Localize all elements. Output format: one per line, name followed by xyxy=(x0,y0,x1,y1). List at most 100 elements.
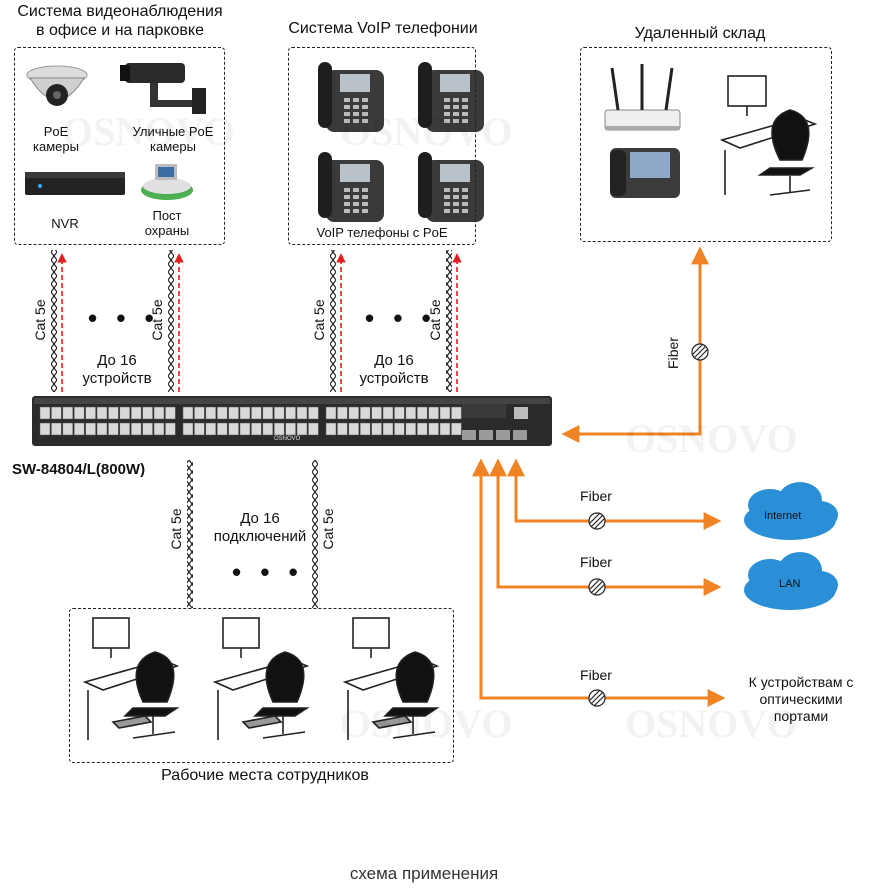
count-devices-voip-line1: До 16 xyxy=(374,352,414,369)
rj45-port xyxy=(394,406,405,420)
rj45-port xyxy=(239,406,251,420)
workstation-icon xyxy=(342,617,440,740)
rj45-port xyxy=(273,406,285,420)
rj45-port xyxy=(205,422,217,436)
cable-voip-left xyxy=(330,250,346,392)
workstation-icon xyxy=(212,617,310,740)
rj45-port xyxy=(216,422,228,436)
workplaces-group-title: Рабочие места сотрудников xyxy=(161,767,369,784)
switch-device xyxy=(32,396,552,446)
rj45-port xyxy=(130,406,142,420)
rj45-port xyxy=(51,406,62,420)
rj45-port xyxy=(348,406,360,420)
rj45-port xyxy=(428,422,439,436)
cable-label-video-left: Cat 5e xyxy=(32,299,48,341)
ip-phone-icon xyxy=(610,148,680,198)
fiber-lan xyxy=(489,458,722,596)
rj45-port xyxy=(119,422,131,436)
watermark-2: OSNOVO xyxy=(340,109,513,154)
rj45-port xyxy=(73,422,85,436)
workplaces-group-box xyxy=(69,608,454,763)
watermark-3: OSNOVO xyxy=(625,416,798,461)
rj45-port xyxy=(405,406,417,420)
rj45-port xyxy=(194,406,205,420)
rj45-port xyxy=(382,422,394,436)
rj45-port xyxy=(273,422,285,436)
cable-voip-right xyxy=(446,250,462,392)
lan-cloud-icon xyxy=(744,552,838,610)
guard-post-label: Пост охраны xyxy=(144,208,190,238)
watermark-1: OSNOVO xyxy=(62,109,235,154)
cable-video-left xyxy=(51,250,67,392)
rj45-port xyxy=(142,422,153,436)
rj45-port xyxy=(85,422,96,436)
rj45-port xyxy=(153,422,165,436)
voip-phones-caption: VoIP телефоны с PoE xyxy=(316,225,448,240)
cable-video-right xyxy=(168,250,184,392)
internet-label: Internet xyxy=(764,510,802,522)
count-devices-video-line2: устройств xyxy=(82,370,152,387)
cable-work-right xyxy=(312,460,318,608)
rj45-port xyxy=(439,406,451,420)
warehouse-group-title: Удаленный склад xyxy=(634,25,766,42)
rj45-port xyxy=(285,422,296,436)
dots-workplaces: • • • xyxy=(232,557,304,587)
voip-phone-icon xyxy=(318,62,384,132)
rj45-port xyxy=(337,422,348,436)
video-title-line2: в офисе и на парковке xyxy=(36,22,204,39)
workstation-icon xyxy=(82,617,180,740)
rj45-port xyxy=(251,406,262,420)
rj45-port xyxy=(85,406,96,420)
internet-cloud-icon xyxy=(744,482,838,540)
rj45-port xyxy=(371,422,382,436)
cable-label-work-right: Cat 5e xyxy=(320,508,336,550)
rj45-port xyxy=(382,406,394,420)
rj45-port xyxy=(325,422,337,436)
video-group-title: Система видеонаблюдения в офисе и на пар… xyxy=(0,2,240,40)
rj45-port xyxy=(228,406,239,420)
watermark-5: OSNOVO xyxy=(625,701,798,746)
rj45-port xyxy=(73,406,85,420)
rj45-port xyxy=(51,422,62,436)
rj45-port xyxy=(205,406,217,420)
count-devices-video: До 16 устройств xyxy=(62,352,172,388)
optical-line3: портами xyxy=(773,708,829,724)
rj45-port xyxy=(165,406,176,420)
rj45-port xyxy=(96,406,108,420)
fiber-label-warehouse: Fiber xyxy=(665,337,681,369)
count-connections-line1: До 16 xyxy=(240,510,280,527)
rj45-port xyxy=(451,422,462,436)
rj45-port xyxy=(119,406,131,420)
nvr-label: NVR xyxy=(51,216,79,231)
rj45-port xyxy=(359,406,371,420)
rj45-port xyxy=(308,406,319,420)
warehouse-group-box xyxy=(580,47,832,242)
diagram-caption: схема применения xyxy=(349,864,499,883)
lan-label: LAN xyxy=(779,578,801,590)
count-devices-voip-line2: устройств xyxy=(359,370,429,387)
guard-post-icon xyxy=(141,164,193,200)
voip-phone-icon xyxy=(418,152,484,222)
cable-label-work-left: Cat 5e xyxy=(168,508,184,550)
count-connections-workplaces: До 16 подключений xyxy=(200,510,320,546)
rj45-port xyxy=(108,422,119,436)
rj45-port xyxy=(62,422,74,436)
rj45-port xyxy=(96,422,108,436)
rj45-port xyxy=(308,422,319,436)
street-cameras-label: Уличные PoE камеры xyxy=(132,124,214,154)
voip-group-box xyxy=(288,47,476,245)
rj45-port xyxy=(296,406,308,420)
fiber-optical xyxy=(472,458,726,707)
rj45-port xyxy=(216,406,228,420)
rj45-port xyxy=(39,406,51,420)
optical-devices-label: К устройствам с оптическими портами xyxy=(728,674,872,725)
switch-brand-label: OSNOVO xyxy=(274,436,301,442)
rj45-port xyxy=(39,422,51,436)
rj45-port xyxy=(142,406,153,420)
poe-cameras-label: PoE камеры xyxy=(33,124,79,154)
rj45-port xyxy=(296,422,308,436)
rj45-port xyxy=(405,422,417,436)
fiber-warehouse xyxy=(561,246,709,443)
rj45-port xyxy=(108,406,119,420)
rj45-port xyxy=(262,406,274,420)
